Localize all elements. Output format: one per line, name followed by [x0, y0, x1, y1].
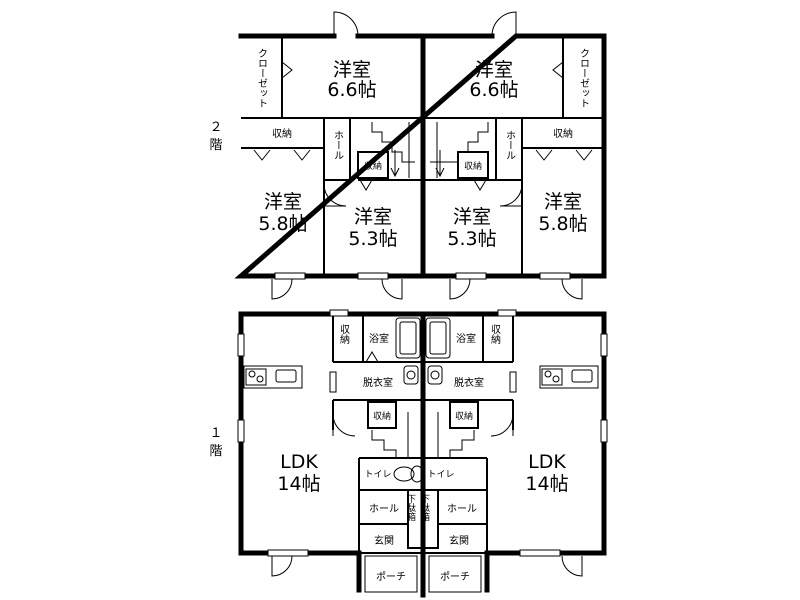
storage-label: 収納 [489, 324, 501, 345]
dressing-label: 脱衣室 [454, 376, 484, 389]
room-name: 洋室 [475, 59, 513, 81]
hall-label: ホール [504, 130, 516, 160]
room-name: 洋室 [453, 206, 491, 228]
staircase-right [430, 122, 489, 178]
entrance-label: 玄関 [449, 534, 469, 547]
storage-label: 収納 [373, 410, 391, 422]
room-name: LDK [528, 451, 566, 473]
closet-label: クローゼット [578, 48, 590, 108]
dressing-label: 脱衣室 [363, 376, 393, 389]
room-size: 5.3帖 [447, 228, 496, 250]
room-size: 6.6帖 [469, 79, 518, 101]
storage-label: 収納 [364, 160, 382, 172]
bath-label: 浴室 [369, 332, 389, 345]
floor-number: １ [209, 426, 222, 441]
storage-label: 収納 [553, 127, 573, 140]
floor-number: ２ [209, 120, 222, 135]
staircase-left [371, 122, 415, 178]
room-size: 14帖 [277, 473, 320, 495]
hall-label: ホール [332, 130, 344, 160]
bath-label: 浴室 [456, 332, 476, 345]
room-size: 5.8帖 [538, 213, 587, 235]
porch-label: ポーチ [440, 571, 470, 583]
room-name: 洋室 [264, 191, 302, 213]
floor-suffix: 階 [209, 444, 222, 459]
storage-label: 収納 [338, 324, 350, 345]
floor-suffix: 階 [209, 138, 222, 153]
room-size: 14帖 [525, 473, 568, 495]
room-name: 洋室 [354, 206, 392, 228]
hall-label: ホール [369, 503, 399, 515]
entrance-label: 玄関 [374, 534, 394, 547]
room-size: 5.3帖 [348, 228, 397, 250]
room-name: 洋室 [544, 191, 582, 213]
porch-label: ポーチ [376, 571, 406, 583]
room-name: 洋室 [333, 59, 371, 81]
door-swing [491, 11, 517, 37]
storage-label: 収納 [464, 160, 482, 172]
storage-label: 収納 [272, 127, 292, 140]
shoe-box-label: 下駄箱 [419, 494, 430, 522]
room-name: LDK [280, 451, 318, 473]
room-size: 6.6帖 [327, 79, 376, 101]
closet-label: クローゼット [256, 48, 268, 108]
toilet-label: トイレ [427, 470, 454, 480]
first-floor: LDK 14帖 LDK 14帖 浴室 浴室 脱衣室 脱衣室 収納 収納 収納 収… [237, 309, 608, 598]
room-size: 5.8帖 [258, 213, 307, 235]
hall-label: ホール [447, 503, 477, 515]
door-swing [333, 11, 359, 37]
toilet-label: トイレ [364, 470, 391, 480]
storage-label: 収納 [455, 410, 473, 422]
second-floor: 洋室 6.6帖 洋室 6.6帖 洋室 5.8帖 洋室 5.3帖 洋室 5.3帖 … [234, 11, 607, 300]
shoe-box-label: 下駄箱 [405, 494, 416, 522]
